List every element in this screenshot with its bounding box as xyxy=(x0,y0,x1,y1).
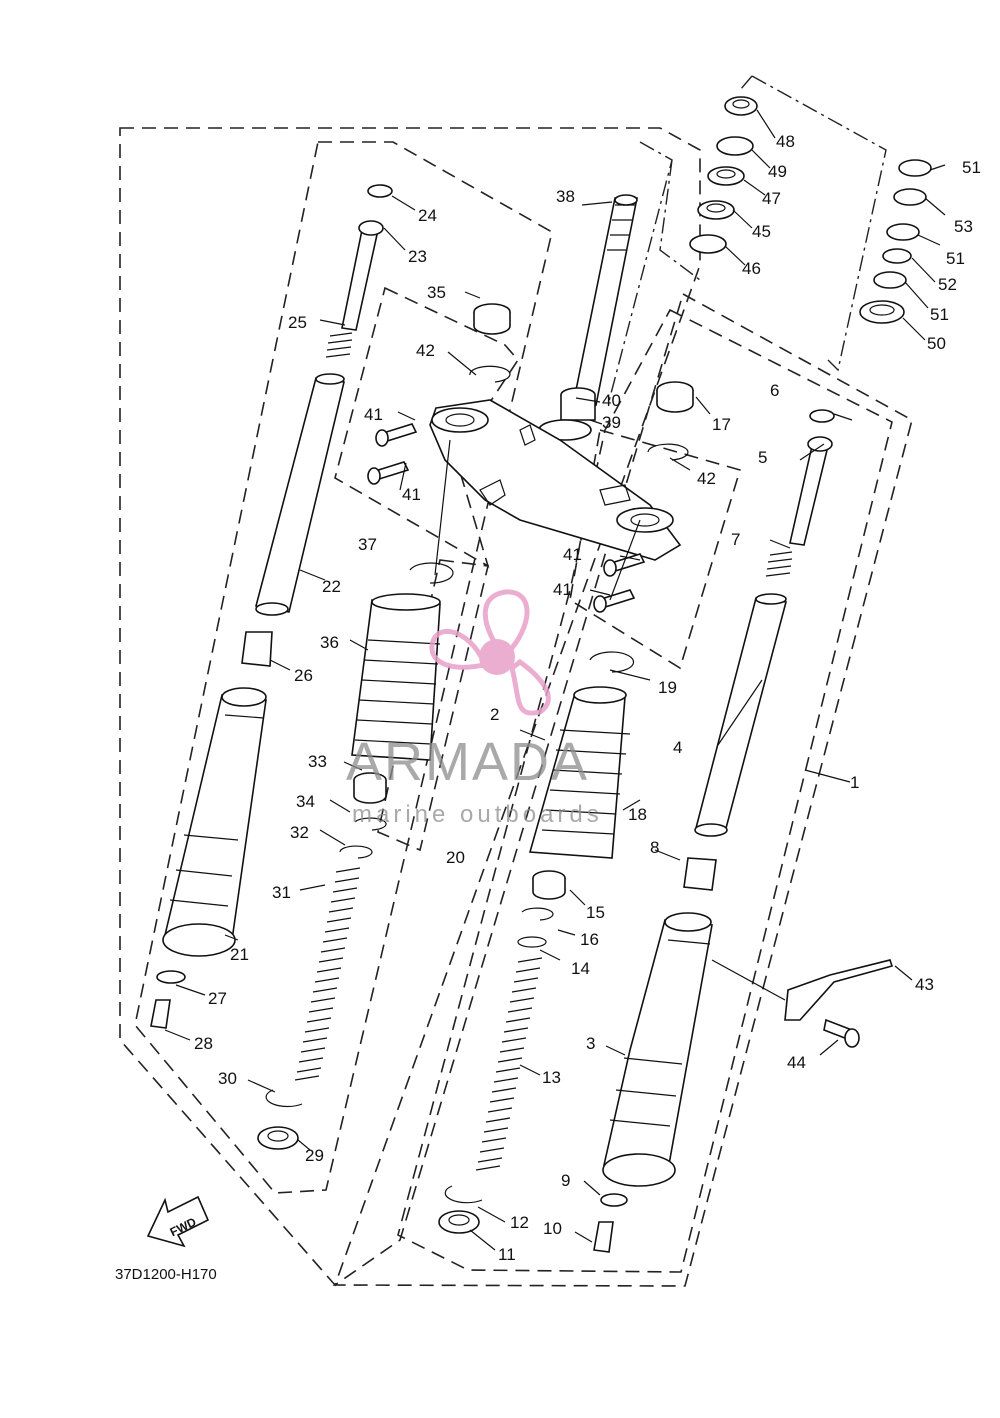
outline-steering-stem xyxy=(607,141,701,406)
fwd-arrow-icon: FWD xyxy=(146,1195,210,1248)
callout-50: 50 xyxy=(927,334,946,353)
callout-10: 10 xyxy=(543,1219,562,1238)
callout-9: 9 xyxy=(561,1171,570,1190)
armada-watermark: ARMADA marine outboards xyxy=(346,589,603,828)
callout-4: 4 xyxy=(673,738,682,757)
right-fork xyxy=(438,409,894,1253)
propeller-logo-icon xyxy=(429,589,551,716)
callout-28: 28 xyxy=(194,1034,213,1053)
callout-26: 26 xyxy=(294,666,313,685)
callout-40: 40 xyxy=(602,391,621,410)
assembly-outlines xyxy=(119,75,913,1287)
callout-6: 6 xyxy=(770,381,779,400)
lead-bracket-left xyxy=(434,439,451,576)
boot-right xyxy=(528,686,631,859)
spring-right xyxy=(475,957,543,1171)
circlip-upper-right xyxy=(647,443,689,461)
callout-5: 5 xyxy=(758,448,767,467)
callout-18: 18 xyxy=(628,805,647,824)
callout-25: 25 xyxy=(288,313,307,332)
circlip-upper-left xyxy=(469,365,511,383)
outline-inner-tube-left xyxy=(134,141,553,1194)
callout-51-mid: 51 xyxy=(946,249,965,268)
callout-42-left: 42 xyxy=(416,341,435,360)
callout-52: 52 xyxy=(938,275,957,294)
callout-47: 47 xyxy=(762,189,781,208)
watermark-tagline: marine outboards xyxy=(352,801,603,828)
callout-37: 37 xyxy=(358,535,377,554)
callout-36: 36 xyxy=(320,633,339,652)
left-fork xyxy=(150,184,454,1150)
callout-12: 12 xyxy=(510,1213,529,1232)
callout-35: 35 xyxy=(427,283,446,302)
callout-24: 24 xyxy=(418,206,437,225)
outline-fork-assembly-left xyxy=(119,127,701,1287)
callout-29: 29 xyxy=(305,1146,324,1165)
callout-16: 16 xyxy=(580,930,599,949)
callout-17: 17 xyxy=(712,415,731,434)
bearing-set xyxy=(689,96,932,324)
callout-19: 19 xyxy=(658,678,677,697)
callout-2: 2 xyxy=(490,705,499,724)
callout-15: 15 xyxy=(586,903,605,922)
callout-43: 43 xyxy=(915,975,934,994)
callout-14: 14 xyxy=(571,959,590,978)
callout-20: 20 xyxy=(446,848,465,867)
callout-labels: 1 2 3 4 5 6 7 8 9 10 11 12 13 14 15 16 1… xyxy=(194,132,981,1264)
callout-51-top: 51 xyxy=(962,158,981,177)
callout-44: 44 xyxy=(787,1053,806,1072)
watermark-brand: ARMADA xyxy=(346,732,589,792)
callout-46: 46 xyxy=(742,259,761,278)
callout-13: 13 xyxy=(542,1068,561,1087)
callout-23: 23 xyxy=(408,247,427,266)
callout-3: 3 xyxy=(586,1034,595,1053)
callout-38: 38 xyxy=(556,187,575,206)
callout-53: 53 xyxy=(954,217,973,236)
callout-30: 30 xyxy=(218,1069,237,1088)
callout-1: 1 xyxy=(850,773,859,792)
callout-8: 8 xyxy=(650,838,659,857)
callout-32: 32 xyxy=(290,823,309,842)
callout-49: 49 xyxy=(768,162,787,181)
outline-bearing-set xyxy=(739,75,887,372)
callout-51-bottom: 51 xyxy=(930,305,949,324)
outline-damper-left xyxy=(377,559,489,852)
callout-7: 7 xyxy=(731,530,740,549)
leader-lines xyxy=(164,109,946,1251)
diagram-code: 37D1200-H170 xyxy=(115,1266,217,1283)
spring-left xyxy=(294,867,361,1081)
outline-damper-right xyxy=(569,428,742,670)
outline-fork-assembly-right xyxy=(332,292,913,1287)
callout-41-mid: 41 xyxy=(402,485,421,504)
callout-48: 48 xyxy=(776,132,795,151)
boot-left xyxy=(351,593,441,761)
callout-39: 39 xyxy=(602,413,621,432)
callout-41-right-upper: 41 xyxy=(563,545,582,564)
callout-27: 27 xyxy=(208,989,227,1008)
callout-21: 21 xyxy=(230,945,249,964)
callout-31: 31 xyxy=(272,883,291,902)
callout-34: 34 xyxy=(296,792,315,811)
callout-41-top: 41 xyxy=(364,405,383,424)
callout-22: 22 xyxy=(322,577,341,596)
callout-11: 11 xyxy=(498,1245,516,1264)
callout-33: 33 xyxy=(308,752,327,771)
callout-41-right-lower: 41 xyxy=(553,580,572,599)
steering-stem-shaft xyxy=(573,194,638,406)
outline-inner-tube-right xyxy=(397,308,893,1273)
callout-42-right: 42 xyxy=(697,469,716,488)
lead-bracket-right xyxy=(609,519,641,601)
lower-bracket xyxy=(429,399,682,561)
fork-caps xyxy=(473,303,694,413)
steering-parts xyxy=(367,194,694,613)
callout-45: 45 xyxy=(752,222,771,241)
